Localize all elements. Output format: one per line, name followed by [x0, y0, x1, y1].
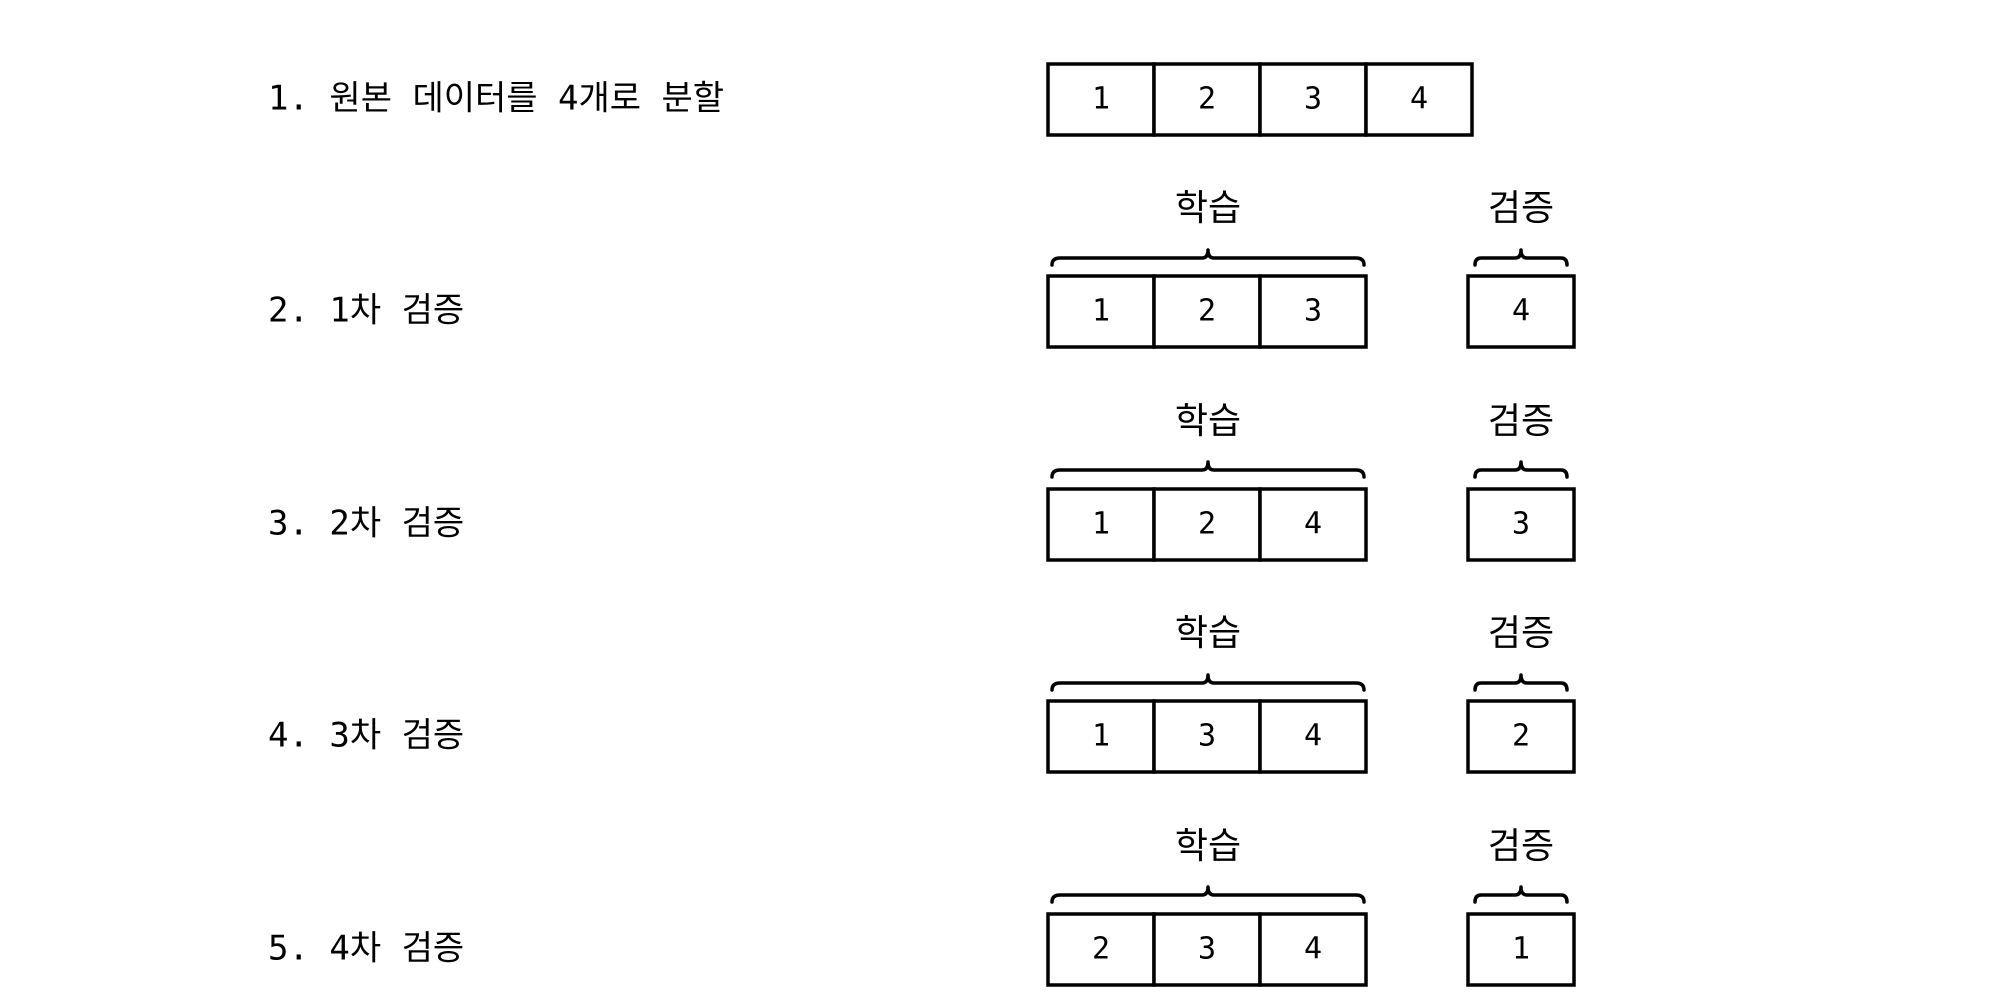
step-0: 1. 원본 데이터를 4개로 분할 1 2 3 4: [268, 62, 1474, 137]
cell-label: 3: [1198, 932, 1216, 967]
train-cell: [1152, 699, 1262, 774]
train-cell: [1258, 699, 1368, 774]
train-cell: [1046, 699, 1156, 774]
validation-brace: [1473, 885, 1569, 904]
cell-label: 2: [1092, 932, 1110, 967]
validation-cell: [1466, 487, 1576, 562]
cell-label: 2: [1512, 719, 1530, 754]
train-cell: [1152, 274, 1262, 349]
validation-label: 검증: [1488, 613, 1554, 654]
validation-cell: [1466, 699, 1576, 774]
train-brace: [1050, 248, 1366, 267]
train-cell: [1046, 487, 1156, 562]
cell-label: 4: [1304, 932, 1322, 967]
step-label: 3. 2차 검증: [268, 504, 464, 544]
cell-label: 3: [1304, 82, 1322, 117]
validation-cell: [1466, 912, 1576, 987]
data-cell: [1364, 62, 1474, 137]
split-cells: 1 2 3 4: [1046, 62, 1474, 137]
cell-label: 1: [1092, 82, 1110, 117]
cell-label: 4: [1410, 82, 1428, 117]
train-cell: [1046, 912, 1156, 987]
cell-label: 1: [1512, 932, 1530, 967]
cell-label: 1: [1092, 719, 1110, 754]
train-label: 학습: [1175, 401, 1241, 442]
cell-label: 2: [1198, 82, 1216, 117]
cell-label: 3: [1512, 507, 1530, 542]
train-cell: [1046, 274, 1156, 349]
validation-brace: [1473, 248, 1569, 267]
train-brace: [1050, 460, 1366, 479]
validation-brace: [1473, 460, 1569, 479]
train-cell: [1152, 487, 1262, 562]
cell-label: 1: [1092, 294, 1110, 329]
step-label: 5. 4차 검증: [268, 929, 464, 969]
step-label: 1. 원본 데이터를 4개로 분할: [268, 79, 724, 119]
validation-cell: [1466, 274, 1576, 349]
cell-label: 4: [1304, 719, 1322, 754]
train-brace: [1050, 673, 1366, 692]
step-label: 4. 3차 검증: [268, 716, 464, 756]
cell-label: 2: [1198, 507, 1216, 542]
validation-label: 검증: [1488, 826, 1554, 867]
train-cell: [1258, 912, 1368, 987]
cell-label: 3: [1304, 294, 1322, 329]
train-brace: [1050, 885, 1366, 904]
data-cell: [1258, 62, 1368, 137]
cell-label: 4: [1512, 294, 1530, 329]
train-label: 학습: [1175, 826, 1241, 867]
data-cell: [1046, 62, 1156, 137]
validation-brace: [1473, 673, 1569, 692]
train-cell: [1258, 487, 1368, 562]
cell-label: 2: [1198, 294, 1216, 329]
step-2: 3. 2차 검증 학습 1 2 4 검증 3: [268, 401, 1576, 562]
cell-label: 4: [1304, 507, 1322, 542]
cell-label: 3: [1198, 719, 1216, 754]
train-cell: [1258, 274, 1368, 349]
validation-label: 검증: [1488, 188, 1554, 229]
cell-label: 1: [1092, 507, 1110, 542]
train-label: 학습: [1175, 613, 1241, 654]
step-1: 2. 1차 검증 학습 1 2 3 검증 4: [268, 188, 1576, 349]
data-cell: [1152, 62, 1262, 137]
step-3: 4. 3차 검증 학습 1 3 4 검증 2: [268, 613, 1576, 774]
step-4: 5. 4차 검증 학습 2 3 4 검증 1: [268, 826, 1576, 987]
validation-label: 검증: [1488, 401, 1554, 442]
train-label: 학습: [1175, 188, 1241, 229]
step-label: 2. 1차 검증: [268, 291, 464, 331]
